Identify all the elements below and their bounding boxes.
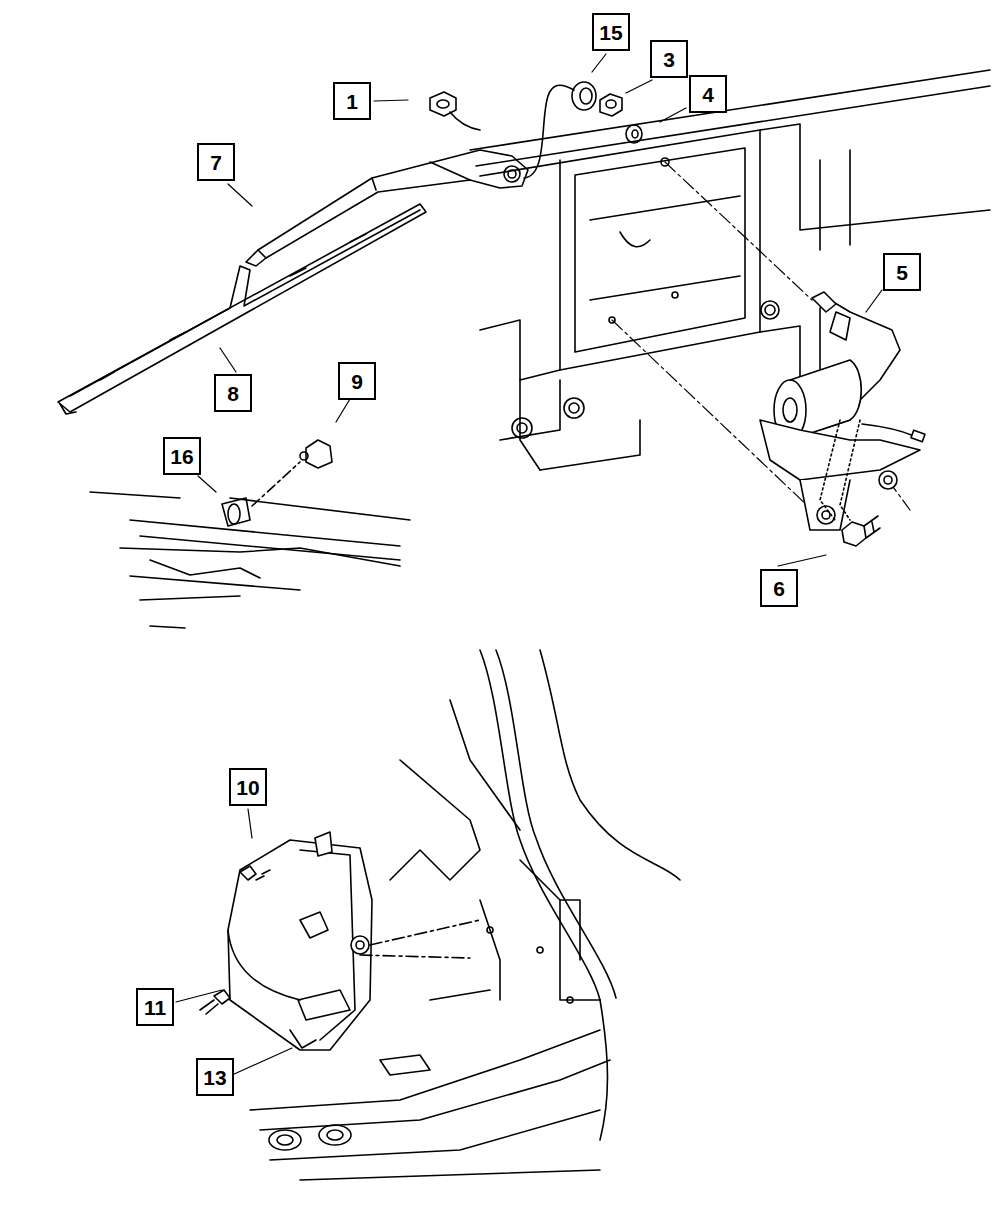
callout-box: 5 <box>883 253 921 291</box>
callout-number: 6 <box>773 578 785 599</box>
callout-number: 15 <box>599 22 622 43</box>
bolt <box>842 516 880 546</box>
callout-number: 13 <box>203 1067 226 1088</box>
nut <box>430 92 480 130</box>
callout-number: 4 <box>702 84 714 105</box>
callout-box: 10 <box>229 768 267 806</box>
callout-box: 7 <box>197 143 235 181</box>
callout-number: 7 <box>210 152 222 173</box>
callout-box: 15 <box>592 13 630 51</box>
callout-box: 11 <box>136 988 174 1026</box>
wiper-blade <box>58 204 426 414</box>
callout-box: 6 <box>760 569 798 607</box>
callout-number: 1 <box>346 91 358 112</box>
callout-box: 4 <box>689 75 727 113</box>
callout-box: 9 <box>338 362 376 400</box>
washer-nozzle <box>90 440 410 628</box>
liftgate-panel <box>470 70 990 470</box>
washer-reservoir <box>200 832 480 1050</box>
callout-number: 5 <box>896 262 908 283</box>
callout-number: 10 <box>236 777 259 798</box>
callout-number: 9 <box>351 371 363 392</box>
callout-box: 16 <box>163 437 201 475</box>
callout-box: 13 <box>196 1058 234 1096</box>
callout-number: 3 <box>663 49 675 70</box>
callout-box: 1 <box>333 82 371 120</box>
callout-box: 3 <box>650 40 688 78</box>
callout-box: 8 <box>214 374 252 412</box>
callout-number: 8 <box>227 383 239 404</box>
wiper-motor <box>760 292 925 530</box>
wiper-arm <box>246 150 528 266</box>
grommet-nut-washer <box>572 82 642 143</box>
leader-lines <box>176 54 882 1075</box>
body-panel <box>250 650 680 1180</box>
callout-number: 16 <box>170 446 193 467</box>
callout-number: 11 <box>144 997 166 1018</box>
